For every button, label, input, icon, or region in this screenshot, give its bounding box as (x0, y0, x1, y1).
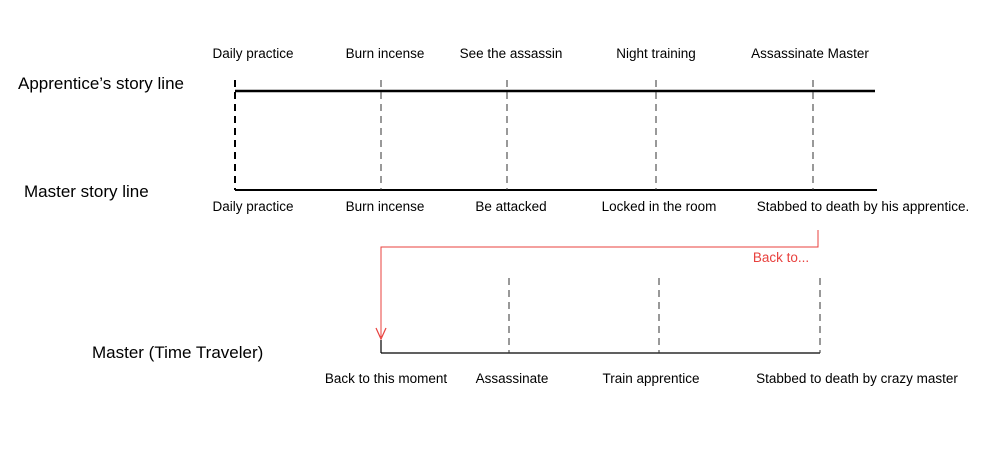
apprentice-event-label: Burn incense (345, 46, 425, 61)
time-traveler-lane-title: Master (Time Traveler) (92, 343, 264, 362)
master-event-label: Stabbed to death by his apprentice. (756, 199, 970, 214)
apprentice-lane-title: Apprentice’s story line (18, 74, 184, 93)
back-to-arrowhead (375, 327, 387, 341)
master-event-label: Daily practice (212, 199, 294, 214)
apprentice-event-label: See the assassin (459, 46, 563, 61)
time-traveler-event-label: Back to this moment (324, 371, 448, 386)
apprentice-event-label: Daily practice (212, 46, 294, 61)
back-to-label: Back to... (752, 250, 810, 265)
apprentice-event-label: Assassinate Master (751, 46, 869, 61)
master-event-label: Be attacked (475, 199, 547, 214)
apprentice-event-label: Night training (616, 46, 696, 61)
master-event-label: Locked in the room (601, 199, 717, 214)
back-to-connector (380, 230, 819, 337)
master-lane-title: Master story line (24, 182, 149, 201)
time-traveler-event-label: Assassinate (475, 371, 549, 386)
master-event-label: Burn incense (345, 199, 425, 214)
time-traveler-event-label: Train apprentice (602, 371, 700, 386)
time-traveler-event-label: Stabbed to death by crazy master (756, 371, 958, 386)
